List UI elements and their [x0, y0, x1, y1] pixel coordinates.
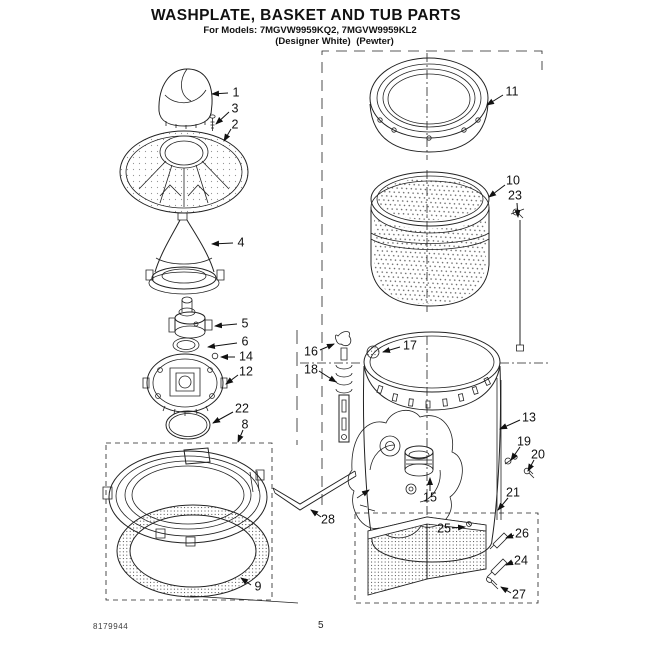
callout-11: 11	[486, 84, 519, 106]
callout-1: 1	[211, 85, 240, 99]
callout-25: 25	[437, 521, 466, 535]
callout-label-10: 10	[506, 173, 520, 187]
callout-13: 13	[499, 410, 536, 429]
pin-24	[487, 559, 507, 577]
callout-27: 27	[500, 586, 526, 601]
callout-12: 12	[225, 364, 253, 385]
callout-label-8: 8	[242, 417, 249, 431]
callout-label-24: 24	[514, 553, 528, 567]
callout-2: 2	[223, 117, 239, 142]
models-line: For Models: 7MGVW9959KQ2, 7MGVW9959KL2	[203, 25, 417, 36]
tub-clips	[377, 377, 491, 408]
tub-ring-seal	[117, 505, 269, 597]
callout-26: 26	[505, 526, 529, 540]
callout-19: 19	[510, 434, 531, 461]
callout-label-28: 28	[321, 512, 335, 526]
callout-label-18: 18	[304, 362, 318, 376]
callout-label-13: 13	[522, 410, 536, 424]
o-ring-22	[166, 411, 210, 439]
callout-label-22: 22	[235, 401, 249, 415]
variant-pewter: (Pewter)	[356, 36, 394, 47]
callout-label-26: 26	[515, 526, 529, 540]
balance-ring	[370, 58, 488, 152]
outer-tub	[348, 332, 501, 562]
callout-17: 17	[382, 338, 417, 353]
pad-dashed-box	[355, 513, 538, 603]
callout-label-16: 16	[304, 344, 318, 358]
washplate-cap	[159, 69, 212, 129]
callout-label-4: 4	[238, 235, 245, 249]
callout-label-12: 12	[239, 364, 253, 378]
callout-label-19: 19	[517, 434, 531, 448]
callout-label-9: 9	[255, 579, 262, 593]
callout-8: 8	[238, 417, 249, 443]
callout-6: 6	[207, 334, 249, 350]
callout-label-5: 5	[242, 316, 249, 330]
tub-ring-dashed-box	[106, 443, 272, 600]
callout-16: 16	[304, 344, 335, 358]
tub-plug-17	[367, 346, 379, 358]
callout-label-21: 21	[506, 485, 520, 499]
document-number: 8179944	[93, 622, 129, 631]
callout-label-1: 1	[233, 85, 240, 99]
callout-23: 23	[508, 188, 522, 218]
suspension-spring	[335, 332, 352, 443]
washplate	[120, 131, 248, 213]
callout-4: 4	[211, 235, 245, 249]
callout-label-15: 15	[423, 490, 437, 504]
callout-10: 10	[488, 173, 520, 198]
basket	[371, 172, 489, 306]
l-shaped-rod	[273, 471, 356, 510]
variant-designer-white: (Designer White)	[275, 36, 351, 47]
page-title: WASHPLATE, BASKET AND TUB PARTS	[150, 7, 462, 24]
callout-label-2: 2	[232, 117, 239, 131]
callout-5: 5	[214, 316, 249, 330]
screw-25	[467, 522, 472, 527]
callout-18: 18	[304, 362, 337, 383]
callout-label-27: 27	[512, 587, 526, 601]
seal-ring-6	[173, 338, 199, 352]
callout-21: 21	[497, 485, 520, 511]
washplate-screw	[210, 115, 215, 131]
bearing-cover	[143, 354, 227, 416]
callout-28: 28	[310, 509, 335, 526]
screw-27	[485, 577, 498, 589]
callout-label-3: 3	[232, 101, 239, 115]
suspension-rod-23	[511, 209, 524, 351]
callout-label-11: 11	[506, 84, 519, 98]
callout-label-17: 17	[403, 338, 417, 352]
washplate-cone	[146, 213, 224, 294]
callout-9: 9	[240, 577, 262, 593]
callout-label-25: 25	[437, 521, 451, 535]
callout-label-6: 6	[242, 334, 249, 348]
callout-20: 20	[527, 447, 545, 472]
tub-ring	[103, 448, 267, 546]
drive-hub	[169, 297, 212, 338]
callout-3: 3	[215, 101, 239, 125]
callout-label-14: 14	[239, 349, 253, 363]
callout-15: 15	[423, 477, 437, 504]
washer-14	[212, 353, 218, 359]
page-number: 5	[318, 620, 324, 631]
callout-label-23: 23	[508, 188, 522, 202]
callout-22: 22	[212, 401, 249, 424]
tub-hub-15	[405, 446, 433, 476]
callout-24: 24	[505, 553, 528, 567]
callout-label-20: 20	[531, 447, 545, 461]
leader-line	[190, 596, 298, 603]
friction-pad	[368, 517, 486, 595]
callout-14: 14	[220, 349, 253, 363]
